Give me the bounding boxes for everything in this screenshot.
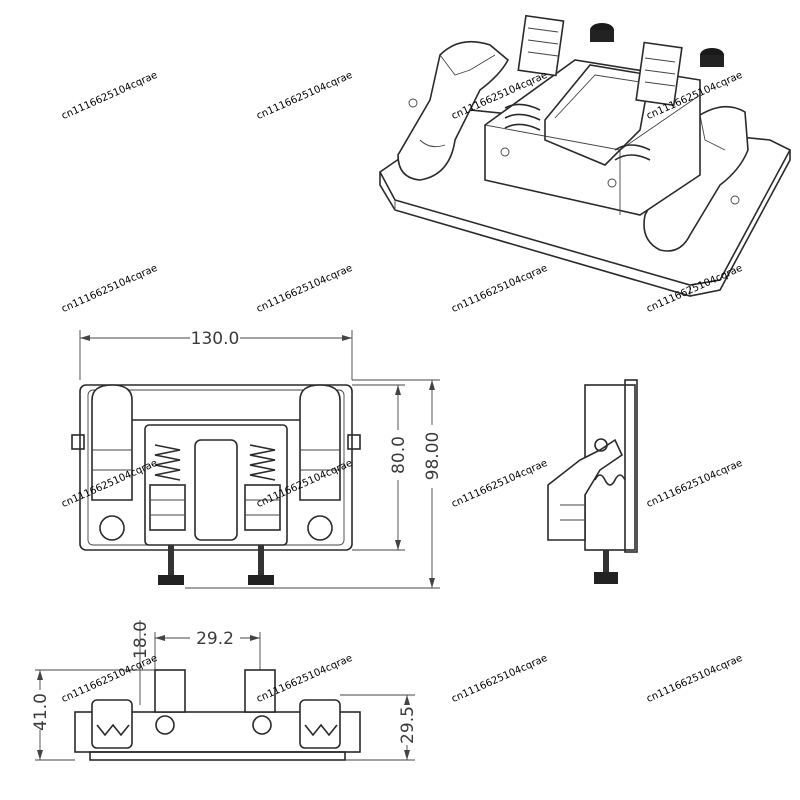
dim-bottom-height-right: 29.5: [398, 706, 418, 744]
side-view: [547, 379, 638, 584]
dim-bottom-height-top: 18.0: [131, 621, 151, 659]
bottom-view: 29.2 18.0 41.0 29.5: [31, 620, 418, 761]
dim-width-total: 130.0: [191, 329, 240, 349]
front-view: 130.0: [71, 329, 443, 589]
isometric-view: [378, 14, 792, 297]
dim-bottom-center-span: 29.2: [196, 629, 234, 649]
dim-height-total: 98.00: [423, 432, 443, 481]
dim-bottom-height-total: 41.0: [31, 693, 51, 731]
dim-height-inner: 80.0: [389, 436, 409, 474]
